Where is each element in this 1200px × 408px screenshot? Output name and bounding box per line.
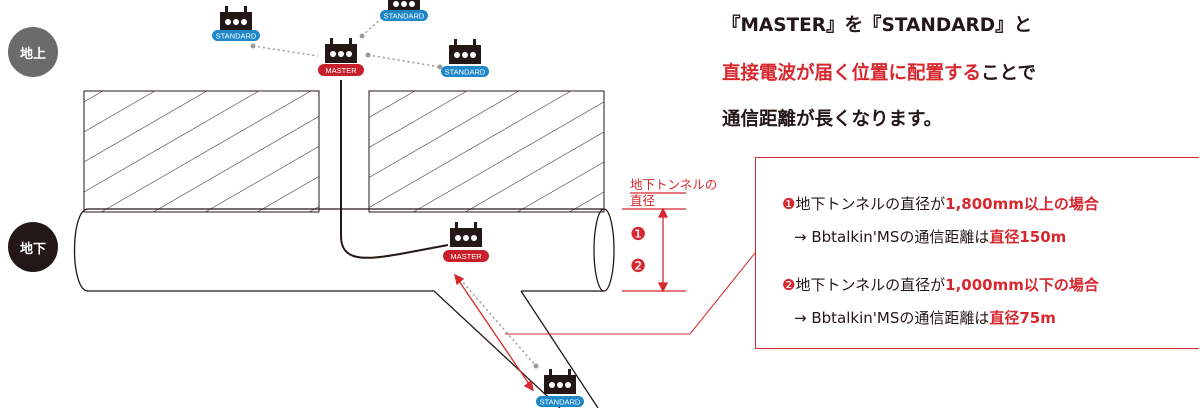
marker-2: ❷ — [630, 256, 647, 277]
standard-label: STANDARD — [540, 398, 581, 407]
case1-condition: ❶地下トンネルの直径が1,800mm以上の場合 — [782, 193, 1099, 214]
case2-result-text: → Bbtalkin'MSの通信距離は — [794, 309, 990, 327]
headline-line3: 通信距離が長くなります。 — [722, 109, 943, 130]
soil-block-right — [368, 90, 605, 213]
standard-label: STANDARD — [445, 68, 486, 77]
case1-condition-highlight: 1,800mm以上の場合 — [945, 195, 1099, 213]
master-label: MASTER — [325, 66, 357, 75]
diameter-measure — [622, 192, 686, 293]
master-device-ground: MASTER — [318, 38, 364, 76]
case1-number: ❶ — [782, 195, 796, 213]
headline-line2-rest: ことで — [981, 63, 1036, 84]
case1-result: → Bbtalkin'MSの通信距離は直径150m — [794, 226, 1066, 247]
standard-label: STANDARD — [384, 12, 425, 21]
standard-device-top-right: STANDARD — [441, 39, 489, 77]
callout-line — [505, 252, 756, 335]
case2-condition-highlight: 1,000mm以下の場合 — [945, 276, 1099, 294]
tunnel-diameter-label-line2: 直径 — [630, 193, 656, 208]
case1-result-highlight: 直径150m — [989, 228, 1067, 246]
case1-condition-text: 地下トンネルの直径が — [795, 195, 946, 213]
underground-label: 地下 — [8, 222, 58, 272]
case1-result-text: → Bbtalkin'MSの通信距離は — [794, 228, 990, 246]
tunnel-outline — [73, 208, 615, 408]
marker-1: ❶ — [630, 224, 647, 245]
range-arrow — [454, 273, 534, 392]
case2-condition-text: 地下トンネルの直径が — [795, 276, 946, 294]
master-device-underground: MASTER — [443, 222, 489, 262]
standard-device-top-left: STANDARD — [212, 6, 260, 41]
ground-label: 地上 — [8, 27, 58, 77]
standard-device-top: STANDARD — [380, 0, 428, 21]
tunnel-diameter-label-line1: 地下トンネルの — [630, 177, 718, 192]
headline-line1: 『MASTER』を『STANDARD』と — [722, 15, 1033, 36]
standard-device-branch: STANDARD — [536, 369, 584, 407]
info-callout: ❶地下トンネルの直径が1,800mm以上の場合 → Bbtalkin'MSの通信… — [755, 157, 1199, 349]
cable-line — [340, 80, 449, 259]
standard-label: STANDARD — [216, 32, 257, 41]
case2-number: ❷ — [782, 276, 796, 294]
case2-result-highlight: 直径75m — [989, 309, 1056, 327]
headline-line2-highlight: 直接電波が届く位置に配置する — [722, 63, 982, 84]
case2-result: → Bbtalkin'MSの通信距離は直径75m — [794, 307, 1056, 328]
soil-block-left — [83, 90, 320, 213]
headline-line2: 直接電波が届く位置に配置することで — [722, 62, 1036, 86]
case2-condition: ❷地下トンネルの直径が1,000mm以下の場合 — [782, 274, 1099, 295]
master-label: MASTER — [450, 252, 482, 261]
radio-links — [252, 13, 537, 367]
